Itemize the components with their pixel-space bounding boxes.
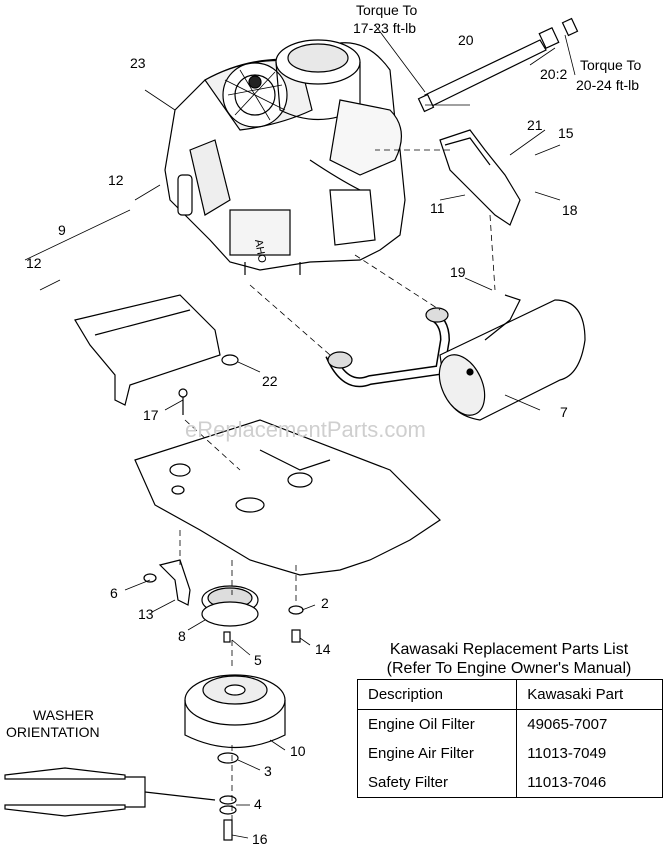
- engine-bracket: [74, 294, 239, 406]
- callout-16: 16: [252, 831, 268, 847]
- washer-orientation-detail: [4, 767, 216, 817]
- header-description: Description: [356, 679, 518, 710]
- callout-22: 22: [262, 373, 278, 389]
- callout-10: 10: [290, 743, 306, 759]
- callout-23: 23: [130, 55, 146, 71]
- callout-12-upper: 12: [108, 172, 124, 188]
- table-row: Engine Oil Filter 49065-7007: [356, 709, 663, 739]
- callout-14: 14: [315, 641, 331, 657]
- header-kawasaki-part: Kawasaki Part: [516, 679, 663, 710]
- muffler-pipe: [417, 17, 579, 113]
- torque-note-left-line1: Torque To: [356, 2, 417, 18]
- svg-text:AHO: AHO: [252, 238, 268, 264]
- callout-12-lower: 12: [26, 255, 42, 271]
- row-description: Engine Air Filter: [356, 739, 518, 768]
- parts-list-header-row: Description Kawasaki Part: [356, 679, 663, 710]
- heat-shield-bracket: [439, 129, 521, 226]
- row-part-number: 11013-7046: [516, 768, 663, 798]
- callout-8: 8: [178, 628, 186, 644]
- row-part-number: 49065-7007: [516, 709, 663, 739]
- callout-4: 4: [254, 796, 262, 812]
- callout-20: 20: [458, 32, 474, 48]
- callout-13: 13: [138, 606, 154, 622]
- callout-7: 7: [560, 404, 568, 420]
- row-description: Safety Filter: [356, 768, 518, 798]
- row-part-number: 11013-7049: [516, 739, 663, 768]
- callout-9: 9: [58, 222, 66, 238]
- parts-list-heading: Kawasaki Replacement Parts List (Refer T…: [355, 640, 663, 678]
- watermark: eReplacementParts.com: [185, 417, 426, 442]
- callout-11: 11: [430, 200, 445, 216]
- callout-3: 3: [264, 763, 272, 779]
- callout-2: 2: [321, 595, 329, 611]
- callout-6: 6: [110, 585, 118, 601]
- leader-lines: [24, 24, 576, 839]
- pulley-and-clutch: [143, 559, 304, 841]
- parts-list-table: Description Kawasaki Part Engine Oil Fil…: [356, 679, 663, 798]
- torque-note-right-line1: Torque To: [580, 57, 641, 73]
- engine-assembly: AHO: [164, 39, 406, 275]
- muffler-assembly: [325, 294, 586, 421]
- callout-15: 15: [558, 125, 574, 141]
- parts-list-subtitle: (Refer To Engine Owner's Manual): [386, 660, 632, 677]
- parts-list-title: Kawasaki Replacement Parts List: [389, 641, 629, 658]
- row-description: Engine Oil Filter: [356, 709, 518, 739]
- mounting-plate: [134, 388, 441, 576]
- callout-19: 19: [450, 264, 466, 280]
- table-row: Safety Filter 11013-7046: [356, 768, 663, 798]
- torque-note-left-line2: 17-23 ft-lb: [353, 20, 416, 36]
- torque-note-right-line2: 20-24 ft-lb: [576, 77, 639, 93]
- washer-orientation-line2: ORIENTATION: [6, 724, 100, 740]
- callout-17: 17: [143, 407, 159, 423]
- washer-orientation-line1: WASHER: [33, 707, 94, 723]
- table-row: Engine Air Filter 11013-7049: [356, 739, 663, 768]
- callout-18: 18: [562, 202, 578, 218]
- callout-5: 5: [254, 652, 262, 668]
- callout-20-2: 20:2: [540, 66, 567, 82]
- callout-21: 21: [527, 117, 543, 133]
